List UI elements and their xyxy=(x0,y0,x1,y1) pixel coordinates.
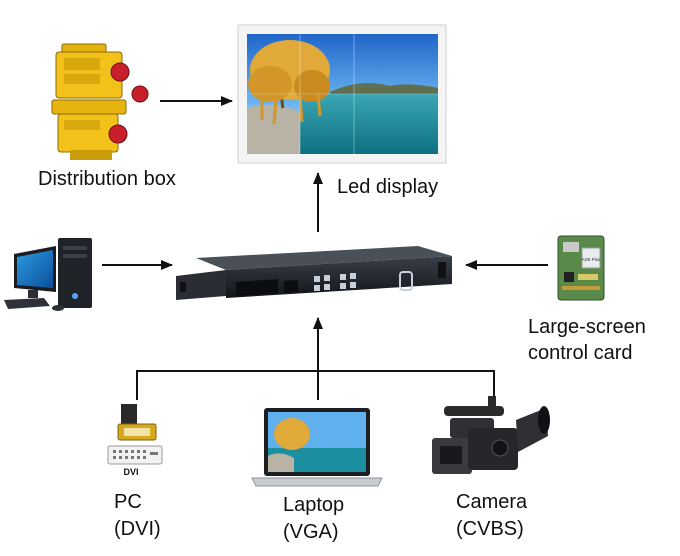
laptop-icon xyxy=(251,408,383,487)
distribution-box-icon xyxy=(51,43,149,160)
control-card-text: AD8 Plus xyxy=(582,257,602,262)
led-display-label: Led display xyxy=(337,176,439,198)
input-bus-line xyxy=(136,370,495,400)
dvi-connector-icon: DVI xyxy=(107,404,163,477)
laptop-label-line2: (VGA) xyxy=(283,521,339,543)
control-card-label-line2: control card xyxy=(528,342,633,364)
control-card-label-line1: Large-screen xyxy=(528,316,646,338)
distribution-box-label: Distribution box xyxy=(38,168,176,190)
camera-label-line2: (CVBS) xyxy=(456,518,524,540)
dvi-label: DVI xyxy=(123,467,138,477)
video-processor-icon xyxy=(176,246,452,300)
pc-label-line1: PC xyxy=(114,491,142,513)
led-display-icon xyxy=(237,24,447,164)
control-card-icon: AD8 Plus xyxy=(557,235,605,301)
camera-icon xyxy=(432,396,550,474)
laptop-label-line1: Laptop xyxy=(283,494,345,516)
desktop-computer-icon xyxy=(4,238,92,311)
camera-label-line1: Camera xyxy=(456,491,528,513)
pc-label-line2: (DVI) xyxy=(114,518,161,540)
